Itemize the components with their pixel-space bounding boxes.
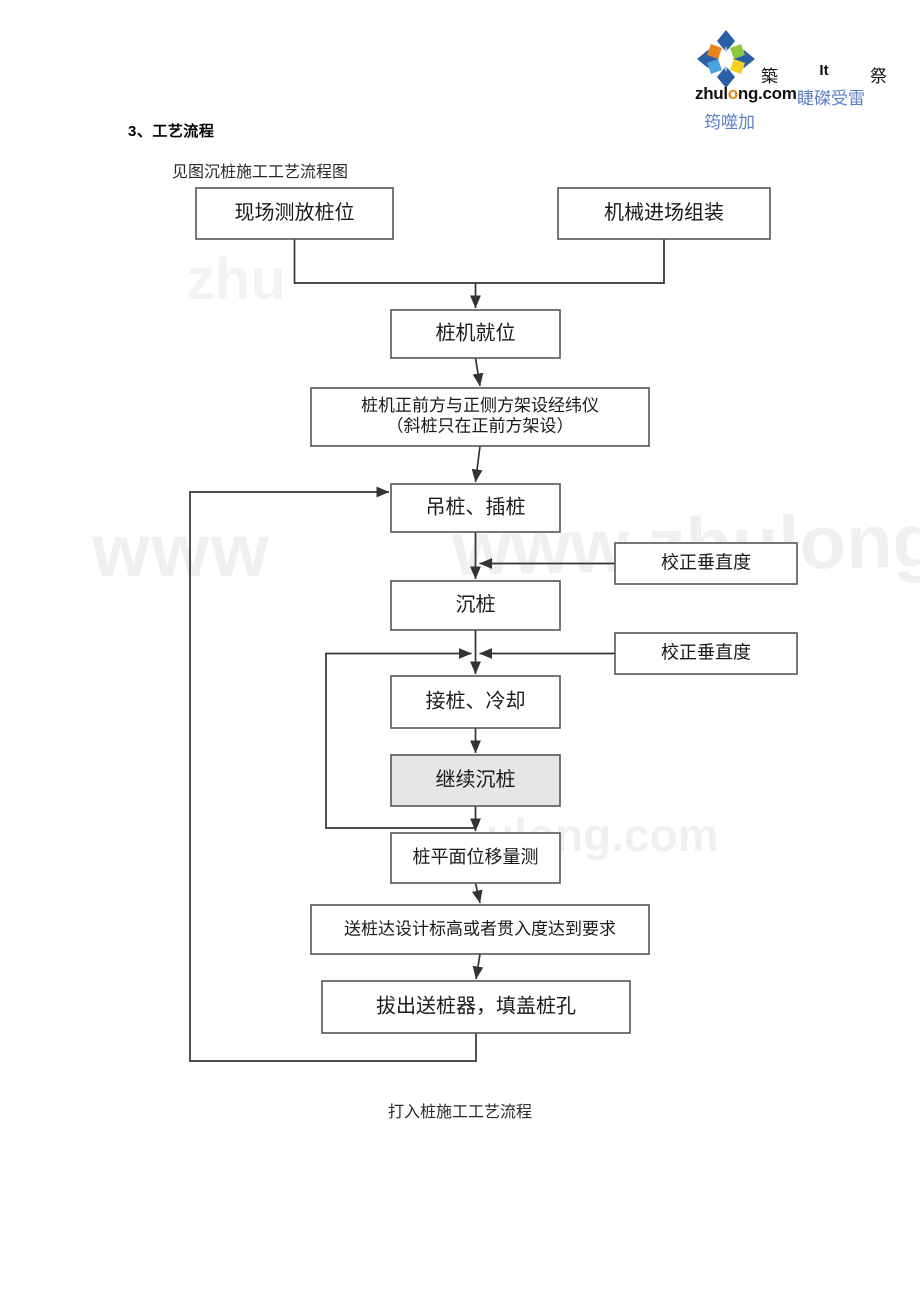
flow-node-n2: 机械进场组装 xyxy=(557,187,771,240)
flow-node-box xyxy=(614,632,798,675)
wordmark-part-o: o xyxy=(727,84,738,103)
flow-node-n8: 校正垂直度 xyxy=(614,632,798,675)
section-heading: 3、工艺流程 xyxy=(128,123,215,140)
flow-node-n7: 沉桩 xyxy=(390,580,561,631)
section-subtitle: 见图沉桩施工工艺流程图 xyxy=(172,164,349,181)
flow-node-box xyxy=(557,187,771,240)
flow-node-n4: 桩机正前方与正侧方架设经纬仪（斜桩只在正前方架设） xyxy=(310,387,650,447)
watermark-upper: zhu xyxy=(186,246,286,313)
flow-node-n10: 继续沉桩 xyxy=(390,754,561,807)
wordmark-part-1: zhul xyxy=(695,84,728,103)
flow-node-box xyxy=(310,904,650,955)
logo-cn-mid-row: 睫磔受雷 xyxy=(797,89,865,108)
flow-node-box xyxy=(390,832,561,884)
flow-node-box xyxy=(614,542,798,585)
logo-cn-char-3: 祭 xyxy=(869,67,887,86)
flow-node-n13: 拔出送桩器，填盖桩孔 xyxy=(321,980,631,1034)
flow-node-n9: 接桩、冷却 xyxy=(390,675,561,729)
logo-wordmark: zhulong.com xyxy=(695,84,797,104)
logo-cn-top-row: 築 It 祭 xyxy=(761,62,887,87)
watermark-left: www xyxy=(92,509,271,592)
flow-node-box xyxy=(310,387,650,447)
flow-node-box xyxy=(390,309,561,359)
flow-node-box xyxy=(321,980,631,1034)
flow-node-box xyxy=(195,187,394,240)
flow-node-n12: 送桩达设计标高或者贯入度达到要求 xyxy=(310,904,650,955)
flow-node-n3: 桩机就位 xyxy=(390,309,561,359)
pinwheel-logo-icon xyxy=(697,30,755,88)
flow-node-box xyxy=(390,580,561,631)
flow-node-n1: 现场测放桩位 xyxy=(195,187,394,240)
logo-cn-char-2: It xyxy=(819,62,829,79)
flow-node-box xyxy=(390,754,561,807)
flow-nodes: 现场测放桩位 机械进场组装桩机就位桩机正前方与正侧方架设经纬仪（斜桩只在正前方架设… xyxy=(195,187,798,1034)
wordmark-part-2: ng.com xyxy=(737,84,797,103)
logo-cn-bottom-row: 筠噬加 xyxy=(704,113,755,132)
site-logo: 築 It 祭 zhulong.com 睫磔受雷 筠噬加 xyxy=(695,28,895,132)
flow-node-n11: 桩平面位移量测 xyxy=(390,832,561,884)
figure-caption: 打入桩施工工艺流程 xyxy=(387,1104,532,1121)
flow-node-n6: 校正垂直度 xyxy=(614,542,798,585)
flow-node-box xyxy=(390,675,561,729)
flow-node-box xyxy=(390,483,561,533)
logo-cn-char-1: 築 xyxy=(761,67,778,86)
flow-node-n5: 吊桩、插桩 xyxy=(390,483,561,533)
